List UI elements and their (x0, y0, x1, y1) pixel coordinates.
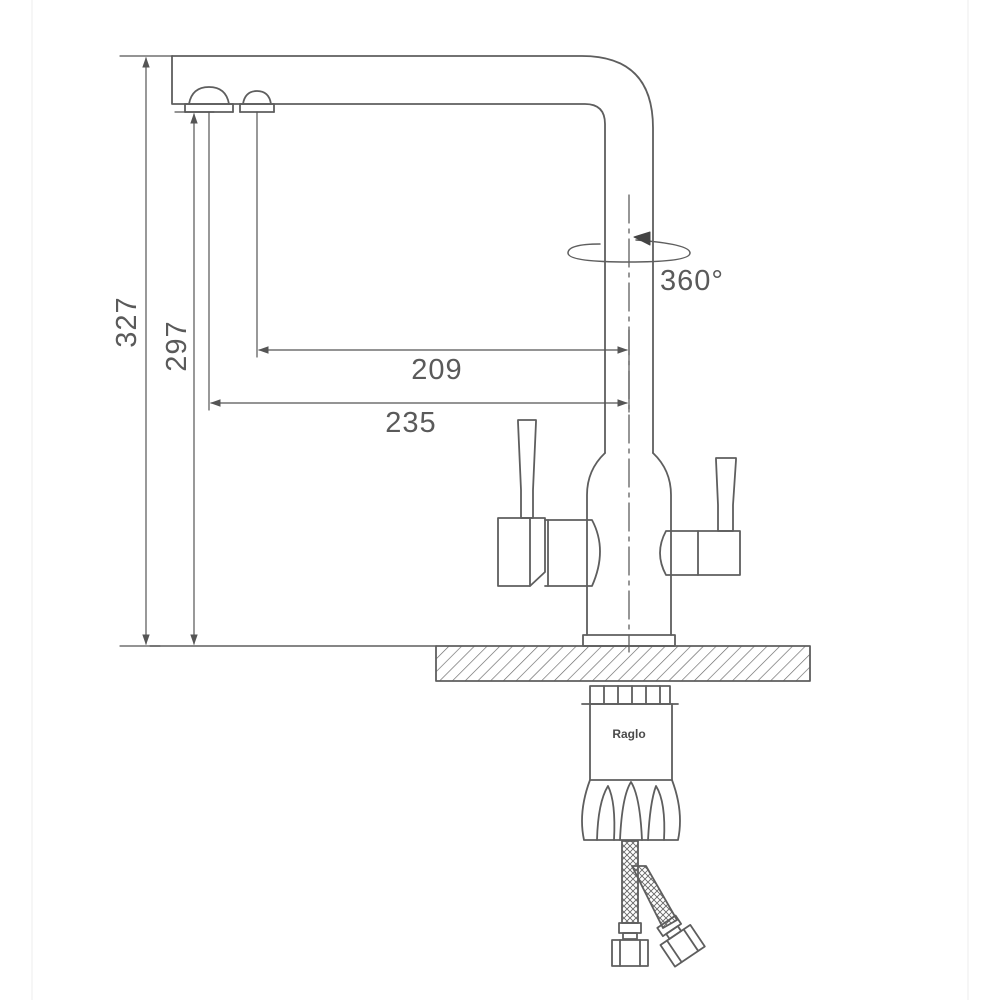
rotation-label: 360° (660, 265, 724, 297)
dimension-209-label: 209 (411, 354, 462, 386)
hose-fitting-right (656, 914, 706, 968)
dimension-327-label: 327 (111, 296, 143, 347)
dimension-297-label: 297 (161, 320, 193, 371)
right-lever-handle (659, 457, 741, 576)
countertop (149, 645, 811, 682)
dimension-235-label: 235 (385, 407, 436, 439)
supply-hoses (621, 840, 678, 929)
base-connector (581, 703, 681, 841)
brand-logo: Raglo (612, 727, 645, 741)
spout-outlets (184, 86, 275, 113)
mounting-nut (581, 685, 679, 705)
rotation-indicator (567, 231, 691, 263)
left-lever-handle (497, 419, 601, 587)
spout (171, 55, 654, 454)
dimension-lines (119, 55, 630, 647)
hose-fitting-left (611, 922, 649, 967)
